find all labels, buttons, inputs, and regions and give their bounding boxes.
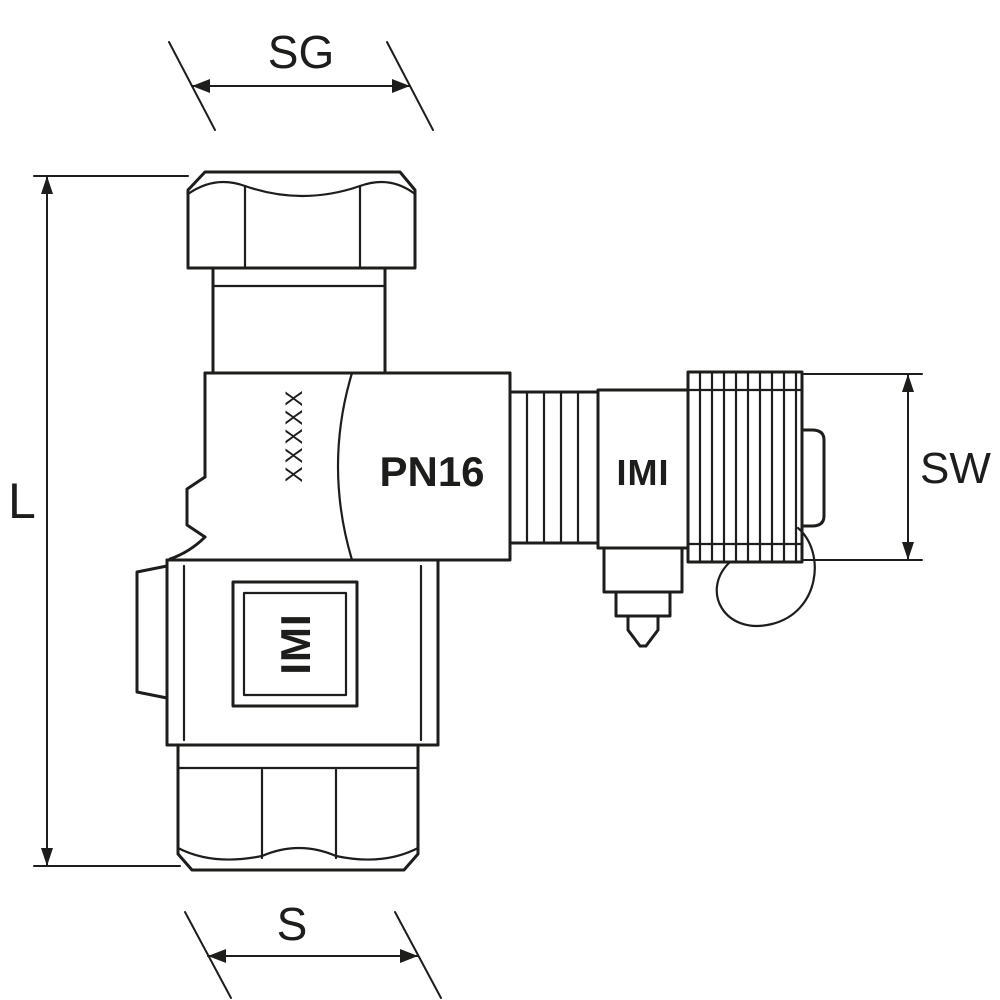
sg-arrow-right — [392, 79, 410, 93]
dimension-l: L — [8, 175, 189, 867]
dimension-s: S — [184, 898, 442, 999]
cap-nipple — [800, 428, 826, 528]
dim-label-sg: SG — [268, 26, 334, 78]
dim-label-sw: SW — [920, 444, 991, 493]
brand-side-text: IMI — [617, 452, 670, 493]
upper-body: XXXXX PN16 — [168, 371, 512, 562]
union-nut — [186, 170, 417, 270]
port-thread-lines — [525, 390, 580, 545]
left-shoulder-curve — [168, 535, 207, 561]
knurl-bands — [686, 388, 804, 546]
neck-tube — [211, 266, 387, 375]
union-nut-outline — [186, 170, 417, 270]
pn16-face-fillet-curve — [336, 371, 354, 562]
port-thread-outline — [508, 390, 600, 545]
left-port-tab — [135, 564, 169, 700]
l-arrow-bottom — [41, 848, 53, 866]
left-flange — [185, 475, 207, 539]
knurled-cap-outline — [686, 370, 804, 564]
knurl-ribs — [698, 370, 798, 564]
dimension-sw: SW — [803, 373, 991, 561]
imi-label-outer-square — [231, 580, 359, 708]
bottom-connection — [176, 743, 420, 872]
sg-arrow-left — [192, 79, 210, 93]
dim-label-l: L — [8, 473, 36, 529]
s-arrow-left — [208, 949, 226, 963]
dim-label-s: S — [277, 898, 308, 950]
side-port: IMI — [508, 388, 690, 550]
pn16-face-outline — [350, 371, 512, 562]
neck-sides — [211, 266, 387, 375]
bottom-chamfer-arcs — [176, 846, 420, 861]
lower-body-inner-walls — [182, 564, 423, 742]
drain-spout — [602, 546, 684, 648]
drain-tier2 — [614, 590, 672, 618]
lower-body: IMI — [135, 558, 440, 747]
drain-tier1 — [602, 546, 684, 594]
drain-nozzle — [626, 614, 660, 648]
stamp-text: XXXXX — [281, 387, 308, 482]
lower-body-sides — [165, 558, 440, 747]
brand-body-text: IMI — [272, 613, 319, 674]
sw-arrow-bottom — [902, 542, 914, 560]
bottom-facet-lines — [260, 768, 338, 860]
cap-tether-loop — [715, 526, 816, 627]
imi-label-inner-square — [242, 591, 348, 697]
bottom-connection-outline — [176, 743, 420, 872]
union-nut-chamfer-arcs — [186, 180, 417, 198]
knurled-cap — [686, 370, 826, 627]
s-arrow-right — [400, 949, 418, 963]
dimension-sg: SG — [168, 26, 434, 131]
pressure-rating-text: PN16 — [379, 448, 484, 495]
l-arrow-top — [41, 176, 53, 194]
sw-arrow-top — [902, 374, 914, 392]
